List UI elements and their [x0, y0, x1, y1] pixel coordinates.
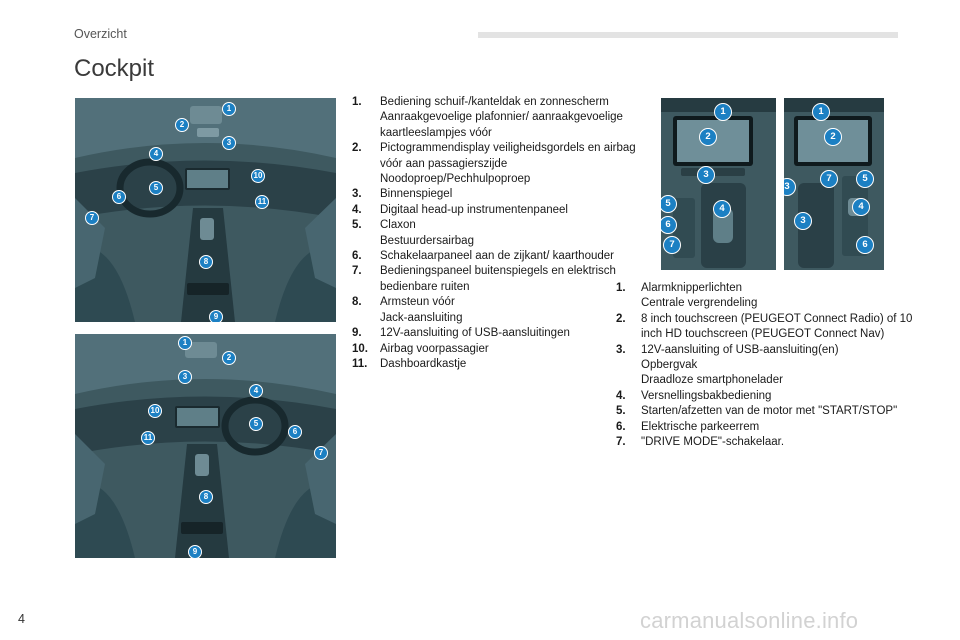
marker-7: 7 — [820, 170, 838, 188]
console-illustration — [661, 98, 776, 270]
marker-9: 9 — [188, 545, 202, 558]
marker-1: 1 — [222, 102, 236, 116]
marker-4: 4 — [249, 384, 263, 398]
watermark-link[interactable]: carmanualsonline.info — [640, 608, 859, 633]
marker-7: 7 — [663, 236, 681, 254]
header-bar — [478, 32, 898, 38]
list-item: 8.Armsteun vóór Jack-aansluiting — [352, 296, 463, 324]
list-item: 4.Versnellingsbakbediening — [616, 389, 772, 402]
marker-5: 5 — [149, 181, 163, 195]
marker-2: 2 — [222, 351, 236, 365]
marker-7: 7 — [85, 211, 99, 225]
marker-11: 11 — [141, 431, 155, 445]
cockpit-illustration — [75, 334, 336, 558]
list-item: 6.Elektrische parkeerrem — [616, 420, 760, 433]
cockpit-photo-right-hand-drive: 1 2 3 4 5 6 7 8 9 10 11 — [75, 334, 336, 558]
section-label: Overzicht — [74, 27, 127, 41]
marker-5: 5 — [249, 417, 263, 431]
marker-6: 6 — [112, 190, 126, 204]
marker-11: 11 — [255, 195, 269, 209]
list-item: 5.Claxon Bestuurdersairbag — [352, 219, 474, 247]
marker-5: 5 — [856, 170, 874, 188]
list-item: 1.Alarmknipperlichten Centrale vergrende… — [616, 282, 758, 310]
marker-3: 3 — [222, 136, 236, 150]
marker-6: 6 — [856, 236, 874, 254]
list-item: 1.Bediening schuif-/kanteldak en zonnesc… — [352, 96, 623, 139]
marker-2: 2 — [175, 118, 189, 132]
marker-1: 1 — [812, 103, 830, 121]
list-item: 10.Airbag voorpassagier — [352, 342, 489, 355]
marker-6: 6 — [661, 216, 677, 234]
marker-10: 10 — [251, 169, 265, 183]
cockpit-illustration — [75, 98, 336, 322]
console-legend-list: 1.Alarmknipperlichten Centrale vergrende… — [616, 281, 916, 450]
marker-9: 9 — [209, 310, 223, 322]
marker-6: 6 — [288, 425, 302, 439]
list-item: 5.Starten/afzetten van de motor met "STA… — [616, 405, 898, 418]
page-title: Cockpit — [74, 55, 155, 82]
marker-4: 4 — [713, 200, 731, 218]
marker-2: 2 — [824, 128, 842, 146]
marker-1: 1 — [714, 103, 732, 121]
list-item: 3.Binnenspiegel — [352, 188, 453, 201]
list-item: 6.Schakelaarpaneel aan de zijkant/ kaart… — [352, 250, 614, 263]
marker-3: 3 — [178, 370, 192, 384]
centre-console-photo-left: 1 2 3 4 5 6 7 — [661, 98, 776, 270]
page-number: 4 — [18, 612, 25, 626]
marker-3-storage: 3 — [794, 212, 812, 230]
marker-4: 4 — [852, 198, 870, 216]
marker-1: 1 — [178, 336, 192, 350]
marker-8: 8 — [199, 490, 213, 504]
marker-7: 7 — [314, 446, 328, 460]
cockpit-photo-left-hand-drive: 1 2 3 4 5 6 7 8 9 10 11 — [75, 98, 336, 322]
list-item: 3.12V-aansluiting of USB-aansluiting(en)… — [616, 343, 839, 387]
list-item: 11.Dashboardkastje — [352, 357, 467, 370]
marker-5: 5 — [661, 195, 677, 213]
marker-3: 3 — [697, 166, 715, 184]
marker-4: 4 — [149, 147, 163, 161]
marker-10: 10 — [148, 404, 162, 418]
list-item: 7."DRIVE MODE"-schakelaar. — [616, 436, 785, 449]
marker-8: 8 — [199, 255, 213, 269]
list-item: 2.8 inch touchscreen (PEUGEOT Connect Ra… — [616, 312, 913, 341]
list-item: 2.Pictogrammendisplay veiligheidsgordels… — [352, 142, 636, 186]
cockpit-legend-list: 1.Bediening schuif-/kanteldak en zonnesc… — [352, 95, 652, 372]
list-item: 4.Digitaal head-up instrumentenpaneel — [352, 203, 568, 216]
list-item: 9.12V-aansluiting of USB-aansluitingen — [352, 327, 570, 340]
centre-console-photo-right: 1 2 3 7 5 4 3 6 — [784, 98, 884, 270]
marker-2: 2 — [699, 128, 717, 146]
list-item: 7.Bedieningspaneel buitenspiegels en ele… — [352, 265, 616, 293]
